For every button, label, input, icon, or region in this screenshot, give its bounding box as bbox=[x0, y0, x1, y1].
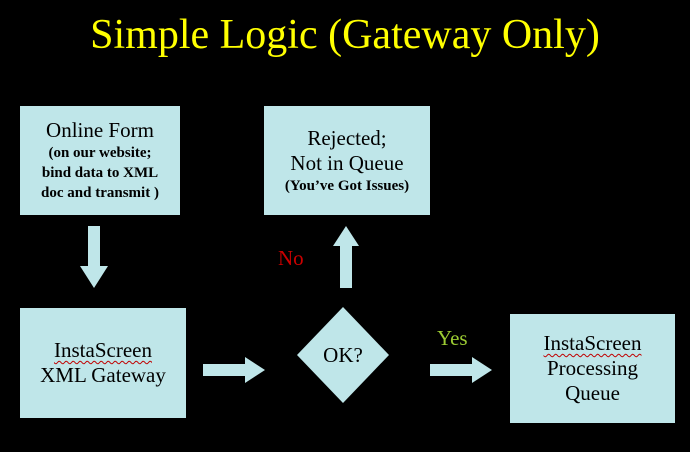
queue-line-1: InstaScreen bbox=[543, 331, 642, 355]
decision-label: OK? bbox=[323, 342, 363, 367]
gateway-box: InstaScreen XML Gateway bbox=[20, 308, 186, 418]
arrow-right-decision-to-queue bbox=[430, 357, 492, 383]
gateway-line-1: InstaScreen bbox=[54, 338, 152, 362]
queue-box: InstaScreen Processing Queue bbox=[510, 314, 675, 423]
online-form-heading: Online Form bbox=[46, 118, 154, 142]
rejected-detail: (You’ve Got Issues) bbox=[284, 177, 410, 194]
no-label: No bbox=[278, 246, 304, 270]
arrow-up-decision-to-rejected bbox=[333, 226, 359, 288]
online-form-box: Online Form (on our website; bind data t… bbox=[20, 106, 180, 215]
diagram-title: Simple Logic (Gateway Only) bbox=[90, 12, 600, 58]
rejected-line-1: Rejected; bbox=[307, 125, 387, 150]
arrow-right-gateway-to-decision bbox=[203, 357, 265, 383]
diamond-shape bbox=[297, 307, 389, 403]
gateway-line-2: XML Gateway bbox=[40, 363, 166, 387]
online-form-detail-1: (on our website; bbox=[48, 145, 152, 161]
rejected-line-2: Not in Queue bbox=[290, 150, 404, 175]
queue-line-2: Processing bbox=[547, 356, 638, 380]
arrow-down-form-to-gateway bbox=[80, 226, 108, 288]
yes-label: Yes bbox=[437, 326, 468, 350]
rejected-box: Rejected; Not in Queue (You’ve Got Issue… bbox=[264, 106, 430, 215]
online-form-detail-2: bind data to XML bbox=[41, 165, 159, 181]
online-form-detail-3: doc and transmit ) bbox=[41, 185, 159, 201]
queue-line-3: Queue bbox=[565, 381, 620, 405]
decision-diamond: OK? bbox=[297, 307, 389, 403]
